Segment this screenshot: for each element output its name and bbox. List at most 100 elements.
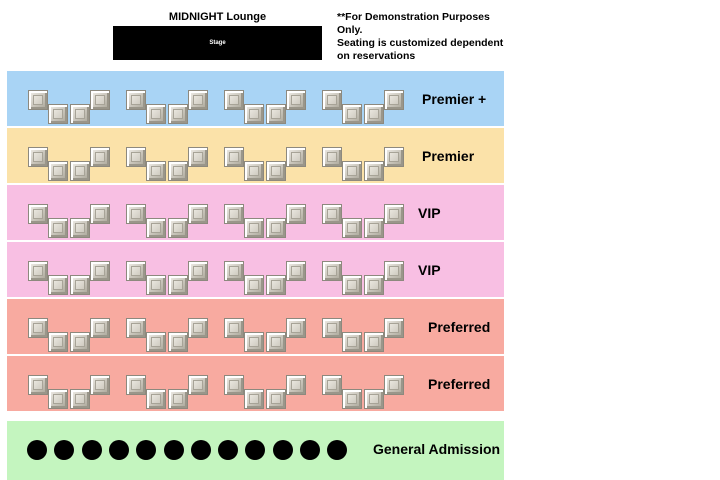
standing-spot-icon[interactable]: [327, 440, 348, 460]
seat-icon[interactable]: [48, 332, 68, 352]
seat-icon[interactable]: [90, 147, 110, 167]
seat-icon[interactable]: [384, 204, 404, 224]
table-group[interactable]: [322, 147, 406, 183]
table-group[interactable]: [28, 261, 112, 297]
table-group[interactable]: [224, 90, 308, 126]
table-group[interactable]: [126, 90, 210, 126]
seat-icon[interactable]: [224, 147, 244, 167]
seat-icon[interactable]: [168, 275, 188, 295]
table-group[interactable]: [322, 90, 406, 126]
seat-icon[interactable]: [244, 275, 264, 295]
seat-icon[interactable]: [342, 389, 362, 409]
seat-icon[interactable]: [90, 375, 110, 395]
seat-icon[interactable]: [286, 204, 306, 224]
seat-icon[interactable]: [188, 90, 208, 110]
standing-spot-icon[interactable]: [81, 440, 102, 460]
seat-icon[interactable]: [28, 147, 48, 167]
seat-icon[interactable]: [364, 332, 384, 352]
seat-icon[interactable]: [286, 147, 306, 167]
table-group[interactable]: [224, 147, 308, 183]
seat-icon[interactable]: [126, 90, 146, 110]
seat-icon[interactable]: [224, 261, 244, 281]
seat-icon[interactable]: [384, 375, 404, 395]
seat-icon[interactable]: [384, 90, 404, 110]
seat-icon[interactable]: [90, 318, 110, 338]
seat-icon[interactable]: [70, 275, 90, 295]
seat-icon[interactable]: [188, 147, 208, 167]
standing-spot-icon[interactable]: [27, 440, 47, 460]
seat-icon[interactable]: [146, 332, 166, 352]
seat-icon[interactable]: [286, 261, 306, 281]
seat-icon[interactable]: [48, 275, 68, 295]
seat-icon[interactable]: [146, 275, 166, 295]
table-group[interactable]: [224, 318, 308, 354]
seat-icon[interactable]: [28, 90, 48, 110]
standing-spot-icon[interactable]: [163, 440, 184, 460]
seat-icon[interactable]: [244, 161, 264, 181]
table-group[interactable]: [224, 261, 308, 297]
seat-icon[interactable]: [28, 375, 48, 395]
standing-spot-icon[interactable]: [190, 440, 211, 460]
seat-icon[interactable]: [48, 161, 68, 181]
seat-icon[interactable]: [70, 218, 90, 238]
seat-icon[interactable]: [126, 375, 146, 395]
standing-spot-icon[interactable]: [54, 440, 75, 460]
standing-spot-icon[interactable]: [245, 440, 266, 460]
seat-icon[interactable]: [70, 389, 90, 409]
table-group[interactable]: [28, 318, 112, 354]
seat-icon[interactable]: [188, 261, 208, 281]
standing-spot-icon[interactable]: [218, 440, 239, 460]
seat-icon[interactable]: [286, 375, 306, 395]
seat-icon[interactable]: [48, 218, 68, 238]
table-group[interactable]: [126, 375, 210, 411]
seat-icon[interactable]: [146, 389, 166, 409]
seat-icon[interactable]: [126, 261, 146, 281]
table-group[interactable]: [322, 204, 406, 240]
seat-icon[interactable]: [384, 147, 404, 167]
seat-icon[interactable]: [146, 161, 166, 181]
seat-icon[interactable]: [244, 218, 264, 238]
seat-icon[interactable]: [48, 389, 68, 409]
seat-icon[interactable]: [188, 375, 208, 395]
seat-icon[interactable]: [126, 147, 146, 167]
seat-icon[interactable]: [168, 104, 188, 124]
table-group[interactable]: [28, 375, 112, 411]
seat-icon[interactable]: [364, 218, 384, 238]
seat-icon[interactable]: [364, 389, 384, 409]
seat-icon[interactable]: [364, 104, 384, 124]
seat-icon[interactable]: [90, 261, 110, 281]
seat-icon[interactable]: [168, 218, 188, 238]
seat-icon[interactable]: [266, 218, 286, 238]
seat-icon[interactable]: [28, 318, 48, 338]
seat-icon[interactable]: [70, 332, 90, 352]
seat-icon[interactable]: [188, 318, 208, 338]
seat-icon[interactable]: [70, 104, 90, 124]
table-group[interactable]: [322, 375, 406, 411]
seat-icon[interactable]: [168, 161, 188, 181]
seat-icon[interactable]: [244, 104, 264, 124]
seat-icon[interactable]: [364, 275, 384, 295]
seat-icon[interactable]: [322, 147, 342, 167]
standing-spot-icon[interactable]: [272, 440, 293, 460]
seat-icon[interactable]: [168, 389, 188, 409]
seat-icon[interactable]: [48, 104, 68, 124]
seat-icon[interactable]: [90, 204, 110, 224]
table-group[interactable]: [224, 375, 308, 411]
seat-icon[interactable]: [266, 332, 286, 352]
table-group[interactable]: [224, 204, 308, 240]
seat-icon[interactable]: [70, 161, 90, 181]
seat-icon[interactable]: [224, 204, 244, 224]
seat-icon[interactable]: [342, 218, 362, 238]
seat-icon[interactable]: [384, 318, 404, 338]
seat-icon[interactable]: [224, 375, 244, 395]
seat-icon[interactable]: [244, 332, 264, 352]
seat-icon[interactable]: [266, 104, 286, 124]
seat-icon[interactable]: [286, 318, 306, 338]
standing-spot-icon[interactable]: [108, 440, 129, 460]
table-group[interactable]: [28, 204, 112, 240]
table-group[interactable]: [126, 147, 210, 183]
table-group[interactable]: [322, 318, 406, 354]
seat-icon[interactable]: [342, 161, 362, 181]
seat-icon[interactable]: [266, 161, 286, 181]
seat-icon[interactable]: [384, 261, 404, 281]
